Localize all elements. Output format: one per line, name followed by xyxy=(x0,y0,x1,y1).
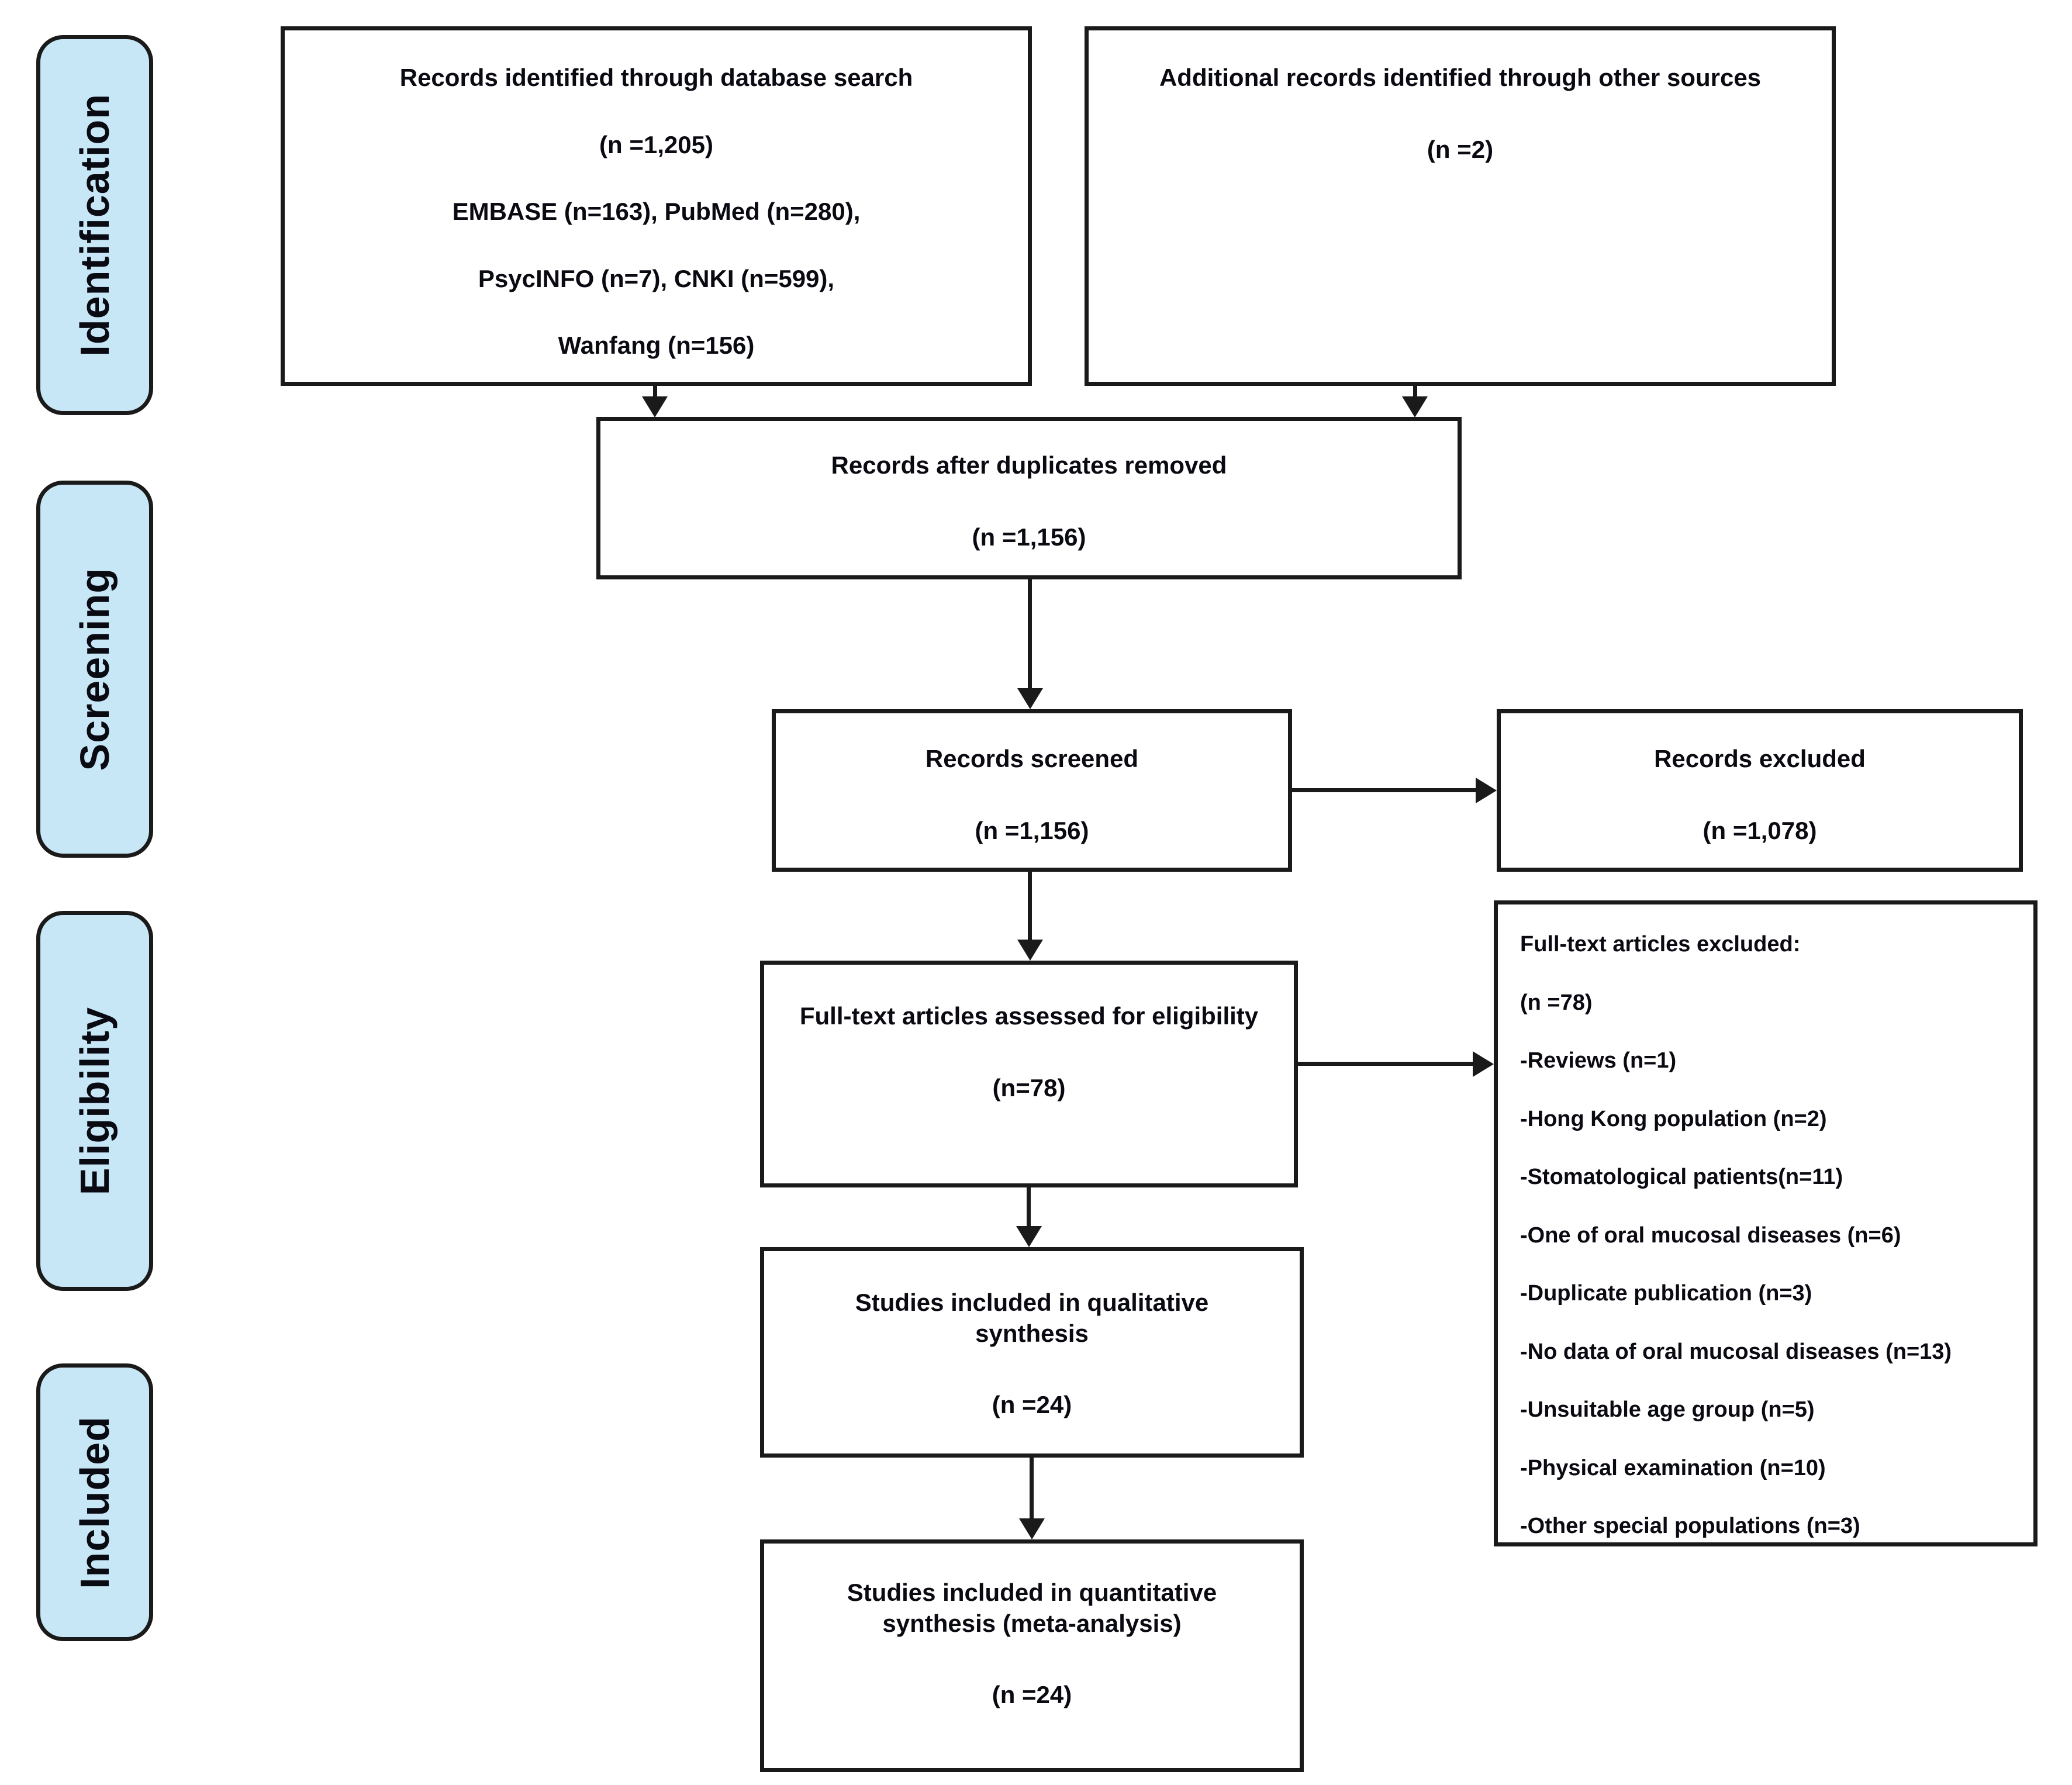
box-records-identified-count: (n =1,205) xyxy=(599,130,713,158)
arrow-identified-to-duplicates-head xyxy=(642,396,668,417)
box-quantitative-synthesis-title: Studies included in quantitative synthes… xyxy=(847,1579,1217,1637)
arrow-qualitative-to-quantitative-head xyxy=(1019,1518,1045,1539)
arrow-duplicates-to-screened-line xyxy=(1028,579,1032,689)
arrow-screened-to-fulltext-line xyxy=(1028,872,1032,941)
box-fulltext-excluded-reason-reviews: -Reviews (n=1) xyxy=(1520,1048,1677,1073)
box-records-excluded-title: Records excluded xyxy=(1654,745,1866,772)
arrow-identified-to-duplicates-line xyxy=(653,386,657,399)
box-additional-records: Additional records identified through ot… xyxy=(1085,26,1836,386)
stage-identification: Identification xyxy=(36,35,153,415)
stage-included: Included xyxy=(36,1363,153,1641)
stage-screening-label: Screening xyxy=(72,567,118,771)
box-qualitative-synthesis-count: (n =24) xyxy=(992,1391,1072,1418)
box-fulltext-assessed: Full-text articles assessed for eligibil… xyxy=(760,961,1298,1187)
box-duplicates-removed-title: Records after duplicates removed xyxy=(831,451,1227,479)
box-fulltext-excluded-reason-stomatological: -Stomatological patients(n=11) xyxy=(1520,1165,1843,1189)
box-fulltext-excluded-reason-special: -Other special populations (n=3) xyxy=(1520,1514,1860,1538)
box-records-identified-sources-1: EMBASE (n=163), PubMed (n=280), xyxy=(452,198,861,225)
arrow-screened-to-excluded-head xyxy=(1476,778,1497,803)
box-fulltext-excluded: Full-text articles excluded: (n =78) -Re… xyxy=(1494,900,2038,1546)
box-fulltext-excluded-reason-age: -Unsuitable age group (n=5) xyxy=(1520,1397,1815,1422)
box-records-screened-count: (n =1,156) xyxy=(975,816,1089,844)
stage-eligibility: Eligibility xyxy=(36,911,153,1291)
box-additional-records-title: Additional records identified through ot… xyxy=(1159,64,1762,91)
arrow-qualitative-to-quantitative-line xyxy=(1030,1458,1034,1520)
box-fulltext-excluded-reason-no-data: -No data of oral mucosal diseases (n=13) xyxy=(1520,1339,1952,1364)
box-qualitative-synthesis-title: Studies included in qualitative synthesi… xyxy=(855,1289,1209,1347)
arrow-additional-to-duplicates-head xyxy=(1402,396,1428,417)
box-fulltext-excluded-reason-duplicate: -Duplicate publication (n=3) xyxy=(1520,1281,1812,1306)
box-fulltext-excluded-reason-one-disease: -One of oral mucosal diseases (n=6) xyxy=(1520,1223,1901,1248)
stage-identification-label: Identification xyxy=(72,94,118,357)
stage-eligibility-label: Eligibility xyxy=(72,1006,118,1196)
box-records-identified: Records identified through database sear… xyxy=(281,26,1032,386)
box-additional-records-count: (n =2) xyxy=(1427,135,1494,163)
box-records-screened-title: Records screened xyxy=(925,745,1139,772)
box-quantitative-synthesis-count: (n =24) xyxy=(992,1681,1072,1708)
box-records-identified-sources-2: PsycINFO (n=7), CNKI (n=599), xyxy=(478,264,835,292)
arrow-screened-to-fulltext-head xyxy=(1017,940,1043,961)
arrow-fulltext-to-excluded-line xyxy=(1298,1062,1473,1066)
box-fulltext-excluded-reason-physical: -Physical examination (n=10) xyxy=(1520,1455,1826,1480)
arrow-fulltext-to-qualitative-head xyxy=(1016,1226,1042,1247)
box-fulltext-excluded-title: Full-text articles excluded: xyxy=(1520,932,1801,957)
box-records-excluded-count: (n =1,078) xyxy=(1703,816,1817,844)
box-records-identified-title: Records identified through database sear… xyxy=(399,64,913,91)
box-duplicates-removed-count: (n =1,156) xyxy=(972,523,1086,551)
box-fulltext-excluded-count: (n =78) xyxy=(1520,990,1593,1015)
stage-screening: Screening xyxy=(36,481,153,858)
arrow-screened-to-excluded-line xyxy=(1292,788,1476,792)
box-records-excluded: Records excluded (n =1,078) xyxy=(1497,709,2023,872)
box-records-screened: Records screened (n =1,156) xyxy=(772,709,1292,872)
arrow-fulltext-to-qualitative-line xyxy=(1027,1187,1031,1227)
arrow-duplicates-to-screened-head xyxy=(1017,688,1043,709)
box-qualitative-synthesis: Studies included in qualitative synthesi… xyxy=(760,1247,1304,1458)
box-quantitative-synthesis: Studies included in quantitative synthes… xyxy=(760,1539,1304,1772)
box-fulltext-excluded-reason-hongkong: -Hong Kong population (n=2) xyxy=(1520,1106,1827,1131)
arrow-fulltext-to-excluded-head xyxy=(1473,1051,1494,1077)
stage-included-label: Included xyxy=(72,1415,118,1589)
arrow-additional-to-duplicates-line xyxy=(1413,386,1417,399)
box-records-identified-sources-3: Wanfang (n=156) xyxy=(558,332,755,359)
box-duplicates-removed: Records after duplicates removed (n =1,1… xyxy=(596,417,1462,579)
box-fulltext-assessed-count: (n=78) xyxy=(992,1073,1066,1102)
box-fulltext-assessed-title: Full-text articles assessed for eligibil… xyxy=(799,1002,1259,1030)
